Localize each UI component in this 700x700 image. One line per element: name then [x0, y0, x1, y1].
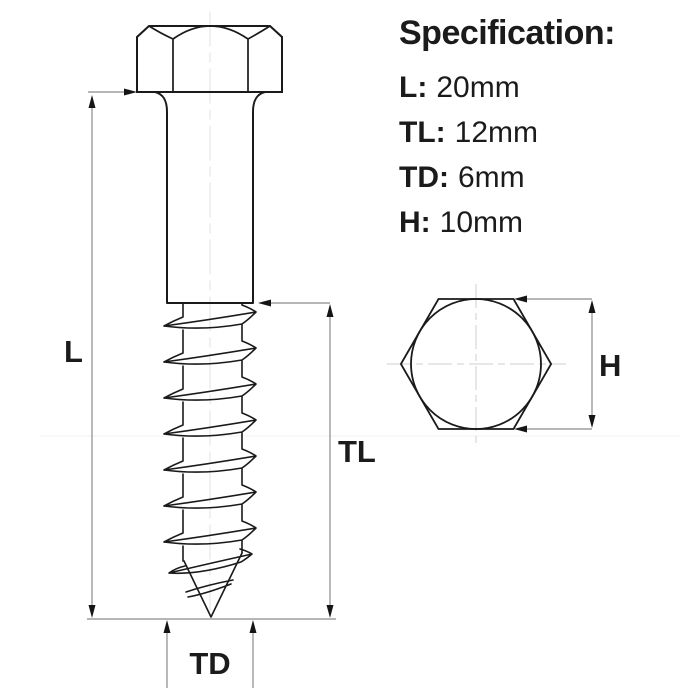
- dimension-TL-label: TL: [338, 434, 376, 469]
- spec-item-thread-length-label: TL:: [399, 116, 446, 149]
- dimension-H: H: [514, 295, 621, 433]
- head-chamfer-circle: [410, 298, 542, 430]
- arrowhead: [514, 295, 527, 303]
- arrowhead: [88, 605, 96, 618]
- arrowhead: [588, 415, 596, 428]
- dimension-H-label: H: [599, 348, 621, 383]
- spec-item-head-size-label: H:: [399, 206, 431, 239]
- spec-item-thread-length-value: 12mm: [454, 116, 538, 149]
- spec-item-thread-diameter-value: 6mm: [457, 161, 525, 194]
- dimension-L-lines: [87, 91, 336, 620]
- thread: [163, 302, 257, 562]
- head-facet-lines: [148, 25, 271, 93]
- spec-item-head-size-value: 10mm: [439, 206, 524, 239]
- specification-title: Specification:: [399, 14, 615, 52]
- arrowhead: [326, 304, 334, 317]
- dimension-TL-lines: [271, 302, 331, 607]
- head-top-view-centerlines: [387, 284, 566, 444]
- arrowhead: [249, 620, 257, 633]
- dimension-TD-label: TD: [189, 646, 230, 681]
- dimension-TD-lines: [166, 632, 254, 688]
- spec-item-head-size: H:10mm: [399, 200, 615, 245]
- arrowhead: [588, 300, 596, 313]
- dimension-TL: TL: [258, 299, 376, 618]
- arrowhead: [124, 88, 137, 96]
- arrowhead: [326, 605, 334, 618]
- spec-item-length-value: 20mm: [436, 71, 520, 104]
- tip-cone: [168, 548, 253, 618]
- spec-item-thread-diameter: TD:6mm: [399, 155, 615, 200]
- arrowhead: [163, 620, 171, 633]
- spec-item-thread-diameter-label: TD:: [399, 161, 449, 194]
- dimension-TD: TD: [163, 620, 257, 688]
- dimension-H-lines: [517, 298, 593, 430]
- arrowhead: [88, 95, 96, 108]
- spec-item-length: L:20mm: [399, 65, 615, 110]
- arrowhead: [258, 299, 271, 307]
- head-top-view: [387, 284, 566, 444]
- hexagon-outline: [399, 298, 553, 430]
- screw-side-view: [136, 11, 283, 618]
- dimension-L: L: [64, 88, 336, 620]
- shank: [154, 91, 266, 304]
- arrowhead: [514, 425, 527, 433]
- spec-item-thread-length: TL:12mm: [399, 110, 615, 155]
- spec-item-length-label: L:: [399, 71, 428, 104]
- dimension-L-label: L: [64, 334, 83, 369]
- specification-block: Specification: L:20mm TL:12mm TD:6mm H:1…: [399, 12, 615, 245]
